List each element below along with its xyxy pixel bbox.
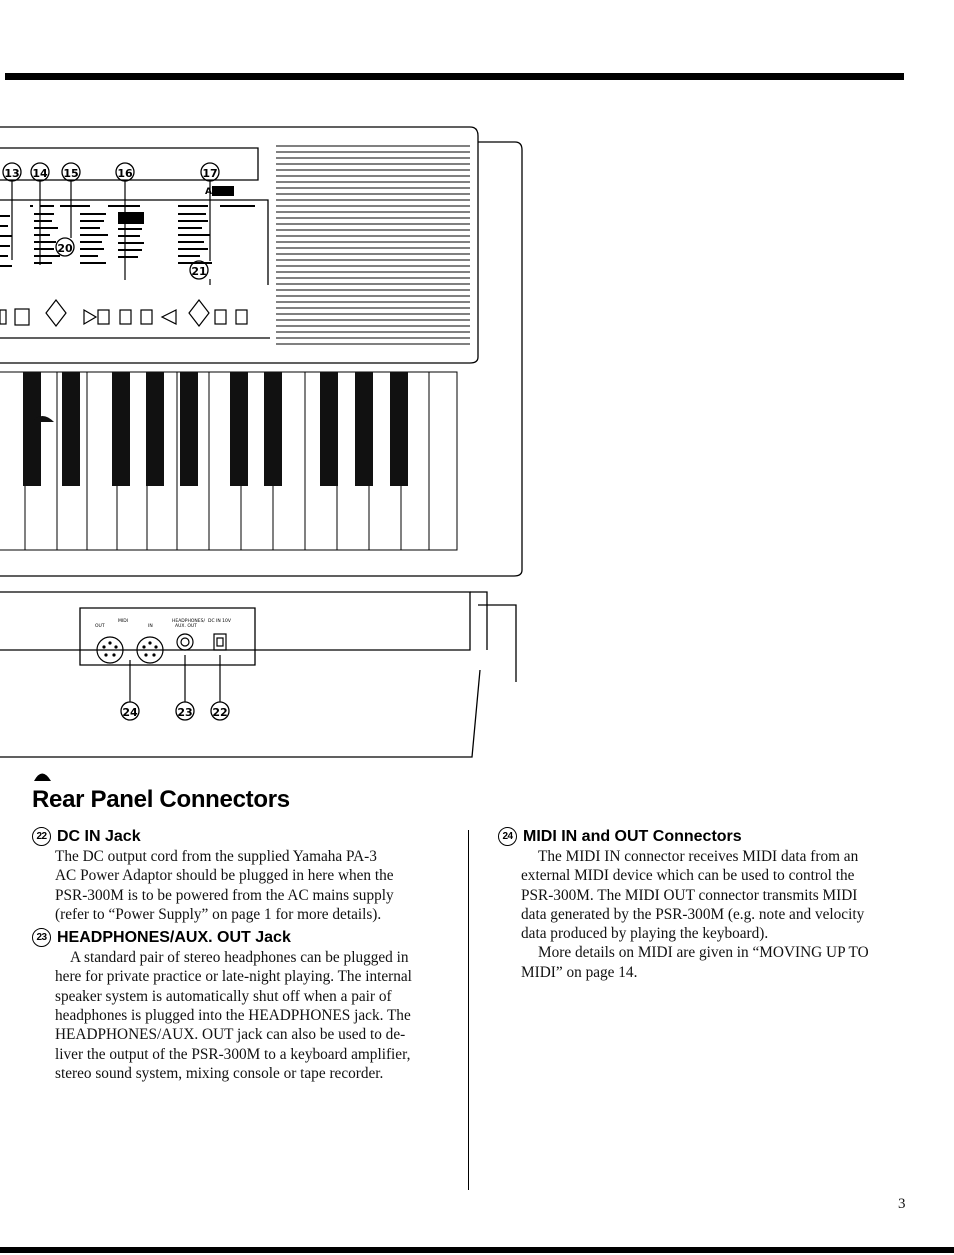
- text-line: external MIDI device which can be used t…: [521, 867, 855, 885]
- section-midi: 24 MIDI IN and OUT Connectors The MIDI I…: [498, 827, 898, 982]
- section-paragraph: A standard pair of stereo headphones can…: [32, 948, 442, 1083]
- text-line: The DC output cord from the supplied Yam…: [55, 848, 377, 865]
- page-title: Rear Panel Connectors: [32, 786, 290, 813]
- text-line: headphones is plugged into the HEADPHONE…: [55, 1007, 411, 1025]
- text-line: liver the output of the PSR-300M to a ke…: [55, 1045, 411, 1063]
- callout-23: 23: [177, 706, 192, 719]
- callout-13: 13: [4, 167, 19, 180]
- text-line: PSR-300M is to be powered from the AC ma…: [55, 886, 394, 904]
- section-heading: 22 DC IN Jack: [32, 827, 442, 846]
- bottom-rule: [0, 1247, 954, 1253]
- midi-in-label: IN: [148, 623, 153, 629]
- section-number-badge: 24: [498, 827, 517, 846]
- callout-20: 20: [57, 242, 73, 255]
- section-paragraph: More details on MIDI are given in “MOVIN…: [498, 943, 898, 982]
- text-line: data generated by the PSR-300M (e.g. not…: [521, 905, 865, 923]
- section-heading: 23 HEADPHONES/AUX. OUT Jack: [32, 928, 442, 948]
- text-line: stereo sound system, mixing console or t…: [55, 1064, 384, 1082]
- section-title: DC IN Jack: [57, 827, 141, 845]
- callout-21: 21: [191, 265, 206, 278]
- text-line: MIDI” on page 14.: [521, 963, 638, 981]
- keyboard-illustration: 13 14 15 16 17 20 21 24 23 22 AWM: [0, 126, 523, 758]
- text-line: The MIDI IN connector receives MIDI data…: [538, 848, 859, 865]
- callout-14: 14: [32, 167, 48, 180]
- text-line: AC Power Adaptor should be plugged in he…: [55, 867, 394, 885]
- aux-out-label: AUX. OUT: [175, 623, 197, 629]
- right-column: 24 MIDI IN and OUT Connectors The MIDI I…: [498, 827, 898, 986]
- midi-out-label: OUT: [95, 623, 105, 629]
- brand-mark: AWM: [205, 187, 230, 197]
- text-line: More details on MIDI are given in “MOVIN…: [538, 944, 869, 962]
- text-line: speaker system is automatically shut off…: [55, 987, 392, 1005]
- callout-15: 15: [63, 167, 78, 180]
- section-heading: 24 MIDI IN and OUT Connectors: [498, 827, 898, 846]
- section-dc-in: 22 DC IN Jack The DC output cord from th…: [32, 827, 442, 924]
- left-column: 22 DC IN Jack The DC output cord from th…: [32, 827, 442, 1087]
- section-title: MIDI IN and OUT Connectors: [523, 827, 742, 845]
- text-line: (refer to “Power Supply” on page 1 for m…: [55, 905, 382, 923]
- column-divider: [468, 830, 469, 1190]
- text-line: here for private practice or late-night …: [55, 968, 412, 986]
- section-number-badge: 23: [32, 928, 51, 948]
- section-paragraph: The DC output cord from the supplied Yam…: [32, 847, 442, 924]
- text-line: PSR-300M. The MIDI OUT connector transmi…: [521, 886, 858, 904]
- text-line: A standard pair of stereo headphones can…: [70, 949, 409, 967]
- section-number-badge: 22: [32, 827, 51, 846]
- text-line: data produced by playing the keyboard).: [521, 925, 769, 943]
- callout-22: 22: [212, 706, 227, 719]
- callout-24: 24: [122, 706, 138, 719]
- headphones-label: HEADPHONES/: [172, 618, 205, 624]
- page-number: 3: [898, 1196, 906, 1212]
- section-headphones: 23 HEADPHONES/AUX. OUT Jack A standard p…: [32, 928, 442, 1083]
- midi-label: MIDI: [118, 618, 128, 624]
- section-paragraph: The MIDI IN connector receives MIDI data…: [498, 847, 898, 943]
- callout-16: 16: [117, 167, 133, 180]
- text-line: HEADPHONES/AUX. OUT jack can also be use…: [55, 1026, 406, 1044]
- callout-17: 17: [202, 167, 217, 180]
- top-rule: [5, 73, 904, 80]
- dc-in-label: DC IN 10V: [208, 618, 232, 624]
- section-marker-icon: [34, 773, 51, 781]
- section-title: HEADPHONES/AUX. OUT Jack: [57, 928, 291, 946]
